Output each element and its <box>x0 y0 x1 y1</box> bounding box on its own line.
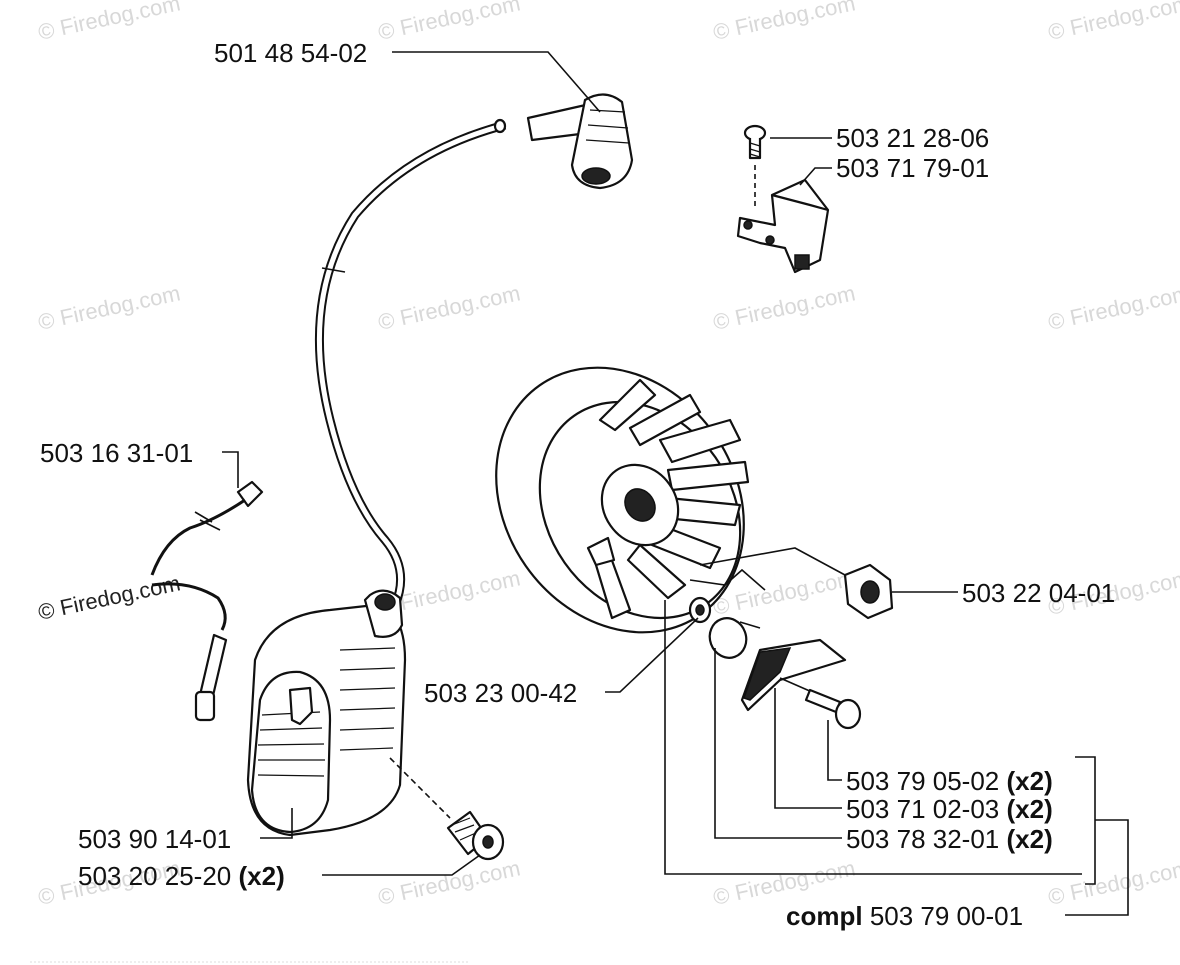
label-nut: 503 22 04-01 <box>962 578 1115 608</box>
spark-plug-cap <box>526 93 634 190</box>
ignition-coil <box>246 589 407 837</box>
coil-screw <box>389 757 505 861</box>
bracket <box>736 178 830 274</box>
pawl-pin <box>779 677 862 730</box>
label-pawl: 503 71 02-03 (x2) <box>846 794 1053 824</box>
flywheel <box>495 366 750 634</box>
watermark-dark: © Firedog.com <box>36 570 183 625</box>
nut <box>843 563 894 620</box>
short-lead <box>150 480 264 722</box>
pawl <box>740 638 847 712</box>
watermark: © Firedog.com <box>711 280 858 335</box>
label-spring: 503 78 32-01 (x2) <box>846 824 1053 854</box>
label-screw: 503 21 28-06 <box>836 123 989 153</box>
watermark: © Firedog.com <box>711 0 858 45</box>
watermark: © Firedog.com <box>376 0 523 45</box>
label-washer: 503 23 00-42 <box>424 678 577 708</box>
ignition-lead <box>314 118 507 607</box>
spring <box>708 617 761 659</box>
watermark: © Firedog.com <box>36 280 183 335</box>
label-bracket: 503 71 79-01 <box>836 153 989 183</box>
label-pawl-pin: 503 79 05-02 (x2) <box>846 766 1053 796</box>
watermark: © Firedog.com <box>376 280 523 335</box>
watermark: © Firedog.com <box>1046 280 1180 335</box>
watermark: © Firedog.com <box>1046 855 1180 910</box>
label-coil: 503 90 14-01 <box>78 824 231 854</box>
leader-lines <box>222 51 1129 916</box>
label-coil-screw: 503 20 25-20 (x2) <box>78 861 285 891</box>
watermark: © Firedog.com <box>36 0 183 45</box>
label-plug-cap: 501 48 54-02 <box>214 38 367 68</box>
small-screw <box>743 124 767 210</box>
label-compl: compl 503 79 00-01 <box>786 901 1023 931</box>
washer <box>688 596 712 624</box>
watermark: © Firedog.com <box>376 855 523 910</box>
watermark: © Firedog.com <box>1046 0 1180 45</box>
part-labels: 501 48 54-02 503 21 28-06 503 71 79-01 5… <box>40 38 1115 931</box>
label-lead: 503 16 31-01 <box>40 438 193 468</box>
